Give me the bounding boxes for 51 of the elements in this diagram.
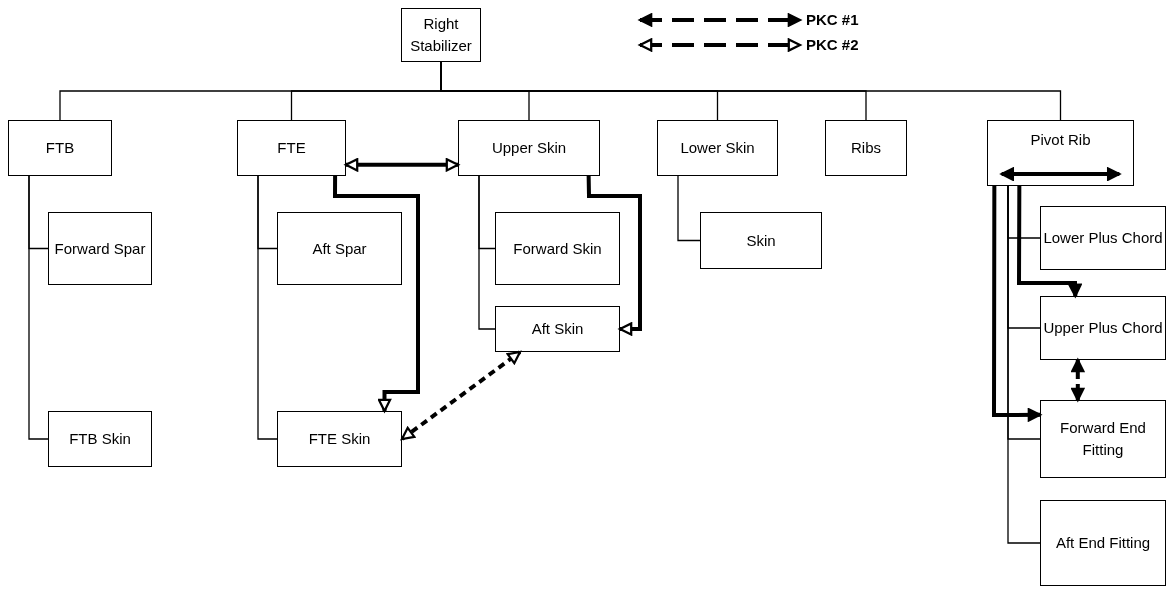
part-box xyxy=(277,411,402,467)
legend-label: PKC #1 xyxy=(806,11,859,28)
arrow xyxy=(992,186,1042,422)
part-label: Lower Plus Chord xyxy=(1043,228,1163,249)
arrow xyxy=(1017,186,1082,298)
arrow xyxy=(333,176,420,413)
part-box xyxy=(1040,500,1166,586)
part-label: Aft Skin xyxy=(531,319,584,340)
part-label: Forward End Fitting xyxy=(1059,418,1147,460)
part-box xyxy=(657,120,778,176)
part-box xyxy=(1040,296,1166,360)
part-box xyxy=(8,120,112,176)
arrow xyxy=(400,350,522,441)
part-box xyxy=(987,120,1134,186)
part-label: Right Stabilizer xyxy=(409,14,473,56)
connector-line xyxy=(478,175,496,330)
arrow xyxy=(1000,167,1121,181)
part-label: Ribs xyxy=(851,138,881,159)
part-box xyxy=(495,306,620,352)
part-box xyxy=(48,411,152,467)
part-box xyxy=(401,8,481,62)
arrow xyxy=(344,158,460,172)
part-label: Pivot Rib xyxy=(1030,130,1091,151)
connector-line xyxy=(1007,185,1041,544)
part-box xyxy=(237,120,346,176)
part-label: Forward Spar xyxy=(54,238,146,259)
part-box xyxy=(495,212,620,285)
part-label: FTB Skin xyxy=(69,429,131,450)
part-label: Skin xyxy=(746,230,776,251)
part-label: Upper Plus Chord xyxy=(1043,318,1163,339)
part-label: FTE xyxy=(277,138,306,159)
part-label: Forward Skin xyxy=(513,238,602,259)
part-box xyxy=(458,120,600,176)
part-label: Aft Spar xyxy=(312,238,367,259)
connector-line xyxy=(257,175,278,440)
arrow xyxy=(1071,358,1085,402)
part-label: FTB xyxy=(45,138,75,159)
part-label: Aft End Fitting xyxy=(1055,533,1151,554)
part-box xyxy=(48,212,152,285)
connector-line xyxy=(28,175,49,440)
arrow xyxy=(586,175,642,336)
part-label: FTE Skin xyxy=(308,429,371,450)
part-box xyxy=(277,212,402,285)
part-label: Upper Skin xyxy=(491,138,567,159)
part-box xyxy=(1040,206,1166,270)
part-label: Lower Skin xyxy=(680,138,755,159)
part-box xyxy=(825,120,907,176)
part-box xyxy=(700,212,822,269)
connector-line xyxy=(677,175,701,242)
legend-label: PKC #2 xyxy=(806,36,859,53)
part-box xyxy=(1040,400,1166,478)
